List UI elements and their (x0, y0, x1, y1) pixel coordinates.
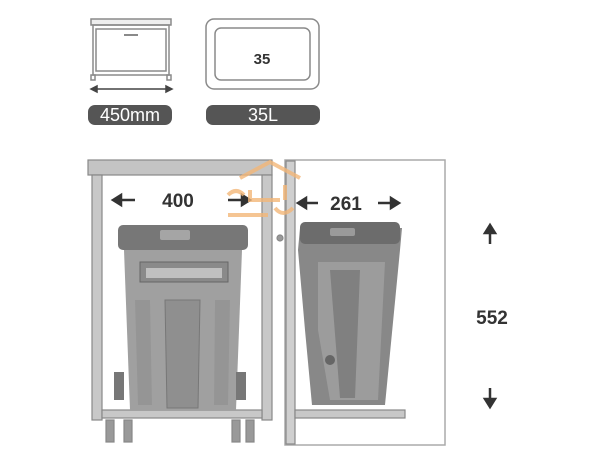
arrow-up-icon (482, 222, 498, 244)
arrow-right-icon (228, 192, 253, 208)
bin-volume-badge: 35L (206, 105, 320, 125)
cabinet-width-label: 450mm (100, 105, 160, 125)
cabinet-width-badge: 450mm (88, 105, 172, 125)
bin-side (298, 222, 402, 405)
cabinet-front-view (87, 159, 273, 443)
watermark-logo (226, 159, 301, 217)
bin-number: 35 (254, 51, 271, 68)
bin-volume-label: 35L (248, 105, 278, 125)
arrow-right-icon (378, 195, 402, 211)
bin-front (114, 225, 248, 410)
depth-label: 261 (330, 194, 362, 215)
cabinet-side-view (276, 159, 446, 446)
width-dimension: 400 (110, 191, 253, 212)
arrow-down-icon (482, 388, 498, 410)
height-dimension: 552 (476, 222, 508, 410)
depth-dimension: 261 (295, 194, 402, 215)
arrow-left-icon (110, 192, 135, 208)
bin-top-icon: 35 (205, 18, 320, 90)
cabinet-icon (90, 18, 172, 81)
width-arrow-icon (89, 84, 174, 94)
height-label: 552 (476, 308, 508, 329)
arrow-left-icon (295, 195, 318, 211)
width-label: 400 (162, 191, 194, 212)
